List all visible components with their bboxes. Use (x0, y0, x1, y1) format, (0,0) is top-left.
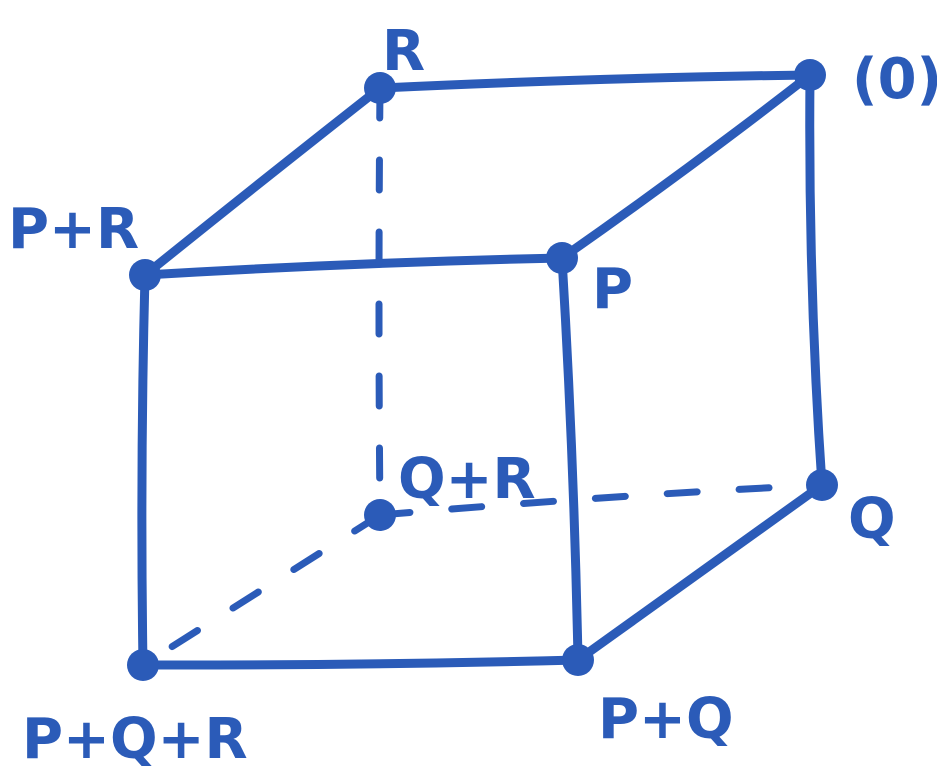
edge-qr-pqr-dashed (139, 511, 384, 669)
vertex-label-pq: P+Q (598, 687, 734, 752)
vertex-dot-p (546, 242, 578, 274)
edge-pqr-pq (138, 655, 583, 670)
edge-r-o (375, 70, 815, 93)
edges-layer (137, 70, 827, 670)
vertex-label-r: R (382, 19, 425, 84)
vertices-layer (127, 59, 838, 681)
vertex-dot-pr (129, 259, 161, 291)
edge-r-pr (140, 83, 385, 280)
edge-pr-p (140, 253, 567, 280)
edge-r-qr-dashed (375, 84, 384, 519)
edge-qr-q-dashed (376, 481, 826, 519)
vertex-dot-pqr (127, 649, 159, 681)
vertex-label-q: Q (848, 487, 896, 552)
labels-layer: R (0) P+R P Q+R Q P+Q+R P+Q (8, 19, 937, 772)
edge-pq-q (573, 480, 827, 665)
edge-p-pq (557, 253, 583, 665)
vertex-label-pqr: P+Q+R (22, 707, 248, 772)
vertex-dot-o (794, 59, 826, 91)
vertex-label-qr: Q+R (398, 447, 536, 512)
vertex-label-p: P (592, 257, 633, 322)
edge-pr-pqr (137, 270, 150, 670)
vertex-dot-pq (562, 644, 594, 676)
vertex-dot-qr (364, 499, 396, 531)
vertex-dot-q (806, 469, 838, 501)
vertex-label-o: (0) (852, 47, 937, 112)
vertex-label-pr: P+R (8, 197, 139, 262)
vertex-dot-r (364, 72, 396, 104)
edge-p-o (557, 70, 815, 263)
edge-o-q (805, 70, 827, 490)
